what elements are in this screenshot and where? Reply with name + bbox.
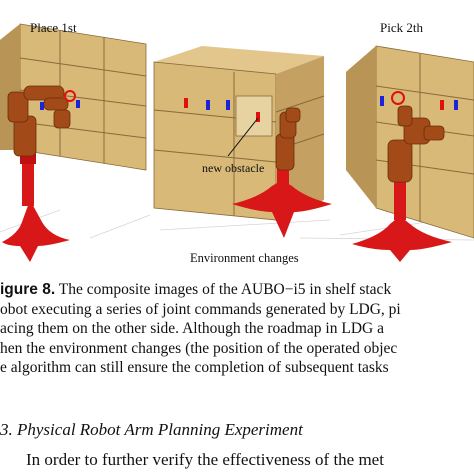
caption-line-4: hen the environment changes (the positio… [0,339,398,357]
panel-label-pick: Pick 2th [380,20,423,35]
new-obstacle-label: new obstacle [202,161,264,175]
panel-label-place: Place 1st [30,20,77,35]
section-heading: 3. Physical Robot Arm Planning Experimen… [0,420,303,439]
caption-line-3: acing them on the other side. Although t… [0,320,384,338]
obstacle-pointer [227,117,259,157]
caption-line-2: obot executing a series of joint command… [0,300,401,318]
middle-robot [232,107,332,238]
figure-caption: igure 8. The composite images of the AUB… [0,280,474,378]
right-robot [352,105,452,262]
environment-changes-label: Environment changes [190,251,299,265]
composite-figure: Place 1st [0,20,474,265]
figure-illustration: Place 1st [0,20,474,265]
caption-label: igure 8. [0,281,56,298]
caption-line-1: igure 8. The composite images of the AUB… [0,280,474,300]
body-paragraph: In order to further verify the effective… [26,450,384,469]
caption-text-1: The composite images of the AUBO−i5 in s… [55,281,392,298]
caption-line-5: e algorithm can still ensure the complet… [0,359,389,377]
right-objects [380,91,458,110]
left-shelf [0,23,147,171]
left-robot [2,85,80,262]
middle-objects [184,98,260,122]
